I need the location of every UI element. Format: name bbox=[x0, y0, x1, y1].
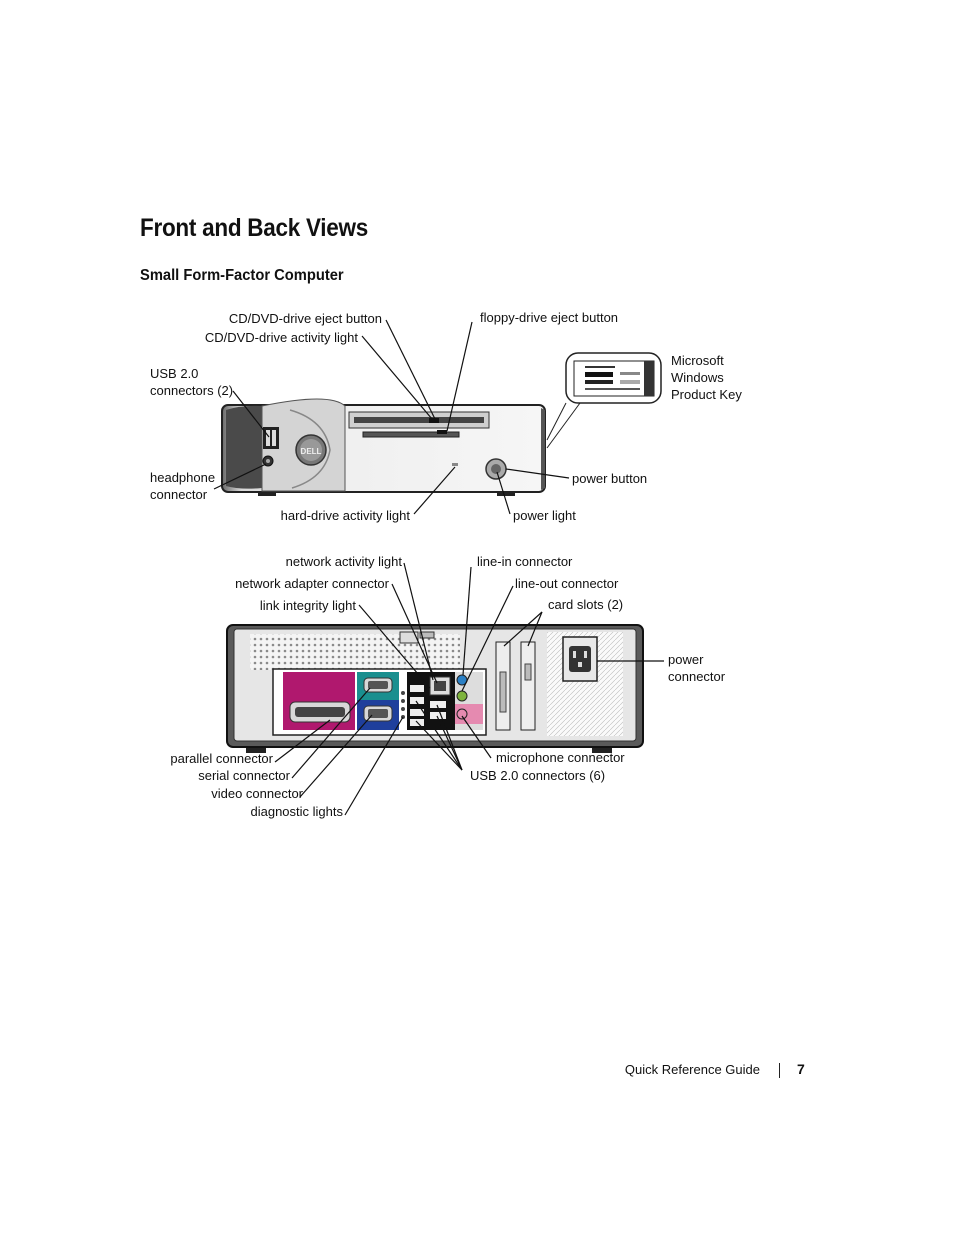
front-leader-lines bbox=[213, 319, 570, 515]
label-cd-eject-button: CD/DVD-drive eject button bbox=[228, 311, 382, 326]
label-line-in-connector: line-in connector bbox=[477, 554, 573, 569]
footer-separator bbox=[779, 1063, 780, 1078]
label-card-slots: card slots (2) bbox=[548, 597, 624, 612]
page-title: Front and Back Views bbox=[140, 214, 369, 242]
label-cd-activity-light: CD/DVD-drive activity light bbox=[204, 330, 358, 345]
label-floppy-eject-button: floppy-drive eject button bbox=[480, 310, 619, 325]
footer-guide-title: Quick Reference Guide bbox=[624, 1062, 760, 1077]
page-number: 7 bbox=[797, 1061, 805, 1077]
back-leader-lines bbox=[274, 562, 664, 816]
label-headphone-connector: headphone connector bbox=[150, 470, 216, 502]
label-network-activity-light: network activity light bbox=[285, 554, 402, 569]
label-video-connector: video connector bbox=[211, 786, 303, 801]
label-hard-drive-light: hard-drive activity light bbox=[280, 508, 410, 523]
label-power-light: power light bbox=[513, 508, 576, 523]
label-serial-connector: serial connector bbox=[198, 768, 290, 783]
product-key-callout bbox=[546, 352, 662, 449]
front-view: DELL bbox=[221, 398, 546, 496]
label-front-usb-connectors: USB 2.0 connectors (2) bbox=[150, 366, 234, 398]
label-back-usb-connectors: USB 2.0 connectors (6) bbox=[470, 768, 606, 783]
label-diagnostic-lights: diagnostic lights bbox=[250, 804, 344, 819]
label-link-integrity-light: link integrity light bbox=[259, 598, 356, 613]
back-view bbox=[226, 624, 644, 753]
label-power-button: power button bbox=[572, 471, 648, 486]
label-microphone-connector: microphone connector bbox=[496, 750, 625, 765]
label-product-key: Microsoft Windows Product Key bbox=[671, 353, 742, 402]
label-line-out-connector: line-out connector bbox=[515, 576, 619, 591]
section-title: Small Form-Factor Computer bbox=[140, 267, 344, 284]
label-network-adapter-connector: network adapter connector bbox=[235, 576, 389, 591]
label-parallel-connector: parallel connector bbox=[170, 751, 273, 766]
dell-logo: DELL bbox=[301, 447, 322, 456]
label-power-connector: power connector bbox=[668, 652, 726, 684]
